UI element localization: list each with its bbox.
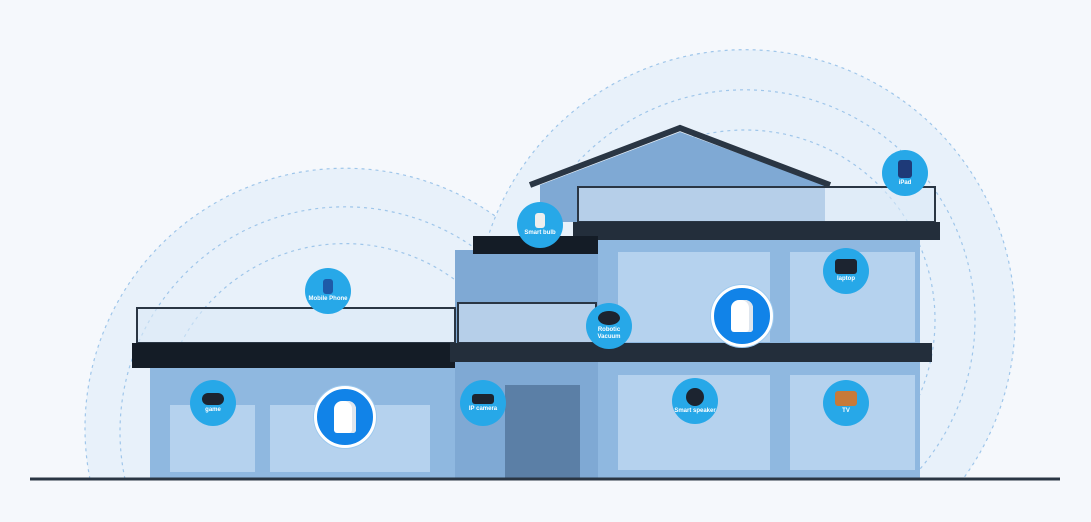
railings [136,186,936,344]
device-ipad[interactable]: iPad [882,150,928,196]
device-smart-speaker[interactable]: Smart speaker [672,378,718,424]
camera-icon [472,393,494,404]
laptop-icon [835,259,857,274]
top-deck-slab [573,222,940,240]
device-tv[interactable]: TV [823,380,869,426]
router-icon [334,401,356,433]
device-label: Smart speaker [674,407,716,414]
device-label: laptop [837,276,855,282]
device-label: IP camera [468,405,498,412]
front-door [505,385,580,478]
device-label: TV [842,408,850,414]
device-game[interactable]: game [190,380,236,426]
device-ip-camera[interactable]: IP camera [460,380,506,426]
tv-icon [835,391,857,406]
left-deck-slab [132,343,455,368]
device-label: iPad [898,179,912,186]
router-icon [731,300,753,332]
vacuum-icon [598,311,620,325]
device-label: Smart bulb [524,230,556,236]
speaker-icon [686,387,704,406]
bulb-icon [535,213,545,228]
device-label: Robotic Vacuum [597,327,621,340]
mesh-router-lower[interactable] [314,386,376,448]
device-smart-bulb[interactable]: Smart bulb [517,202,563,248]
device-robotic-vacuum[interactable]: Robotic Vacuum [586,303,632,349]
middle-floor-slab [450,343,932,362]
roof [528,124,832,188]
gamepad-icon [202,392,224,405]
mesh-router-upper[interactable] [711,285,773,347]
phone-icon [323,279,333,294]
tablet-icon [898,159,912,178]
device-mobile-phone[interactable]: Mobile Phone [305,268,351,314]
device-laptop[interactable]: laptop [823,248,869,294]
device-label: Mobile Phone [308,296,348,302]
device-label: game [205,406,221,413]
